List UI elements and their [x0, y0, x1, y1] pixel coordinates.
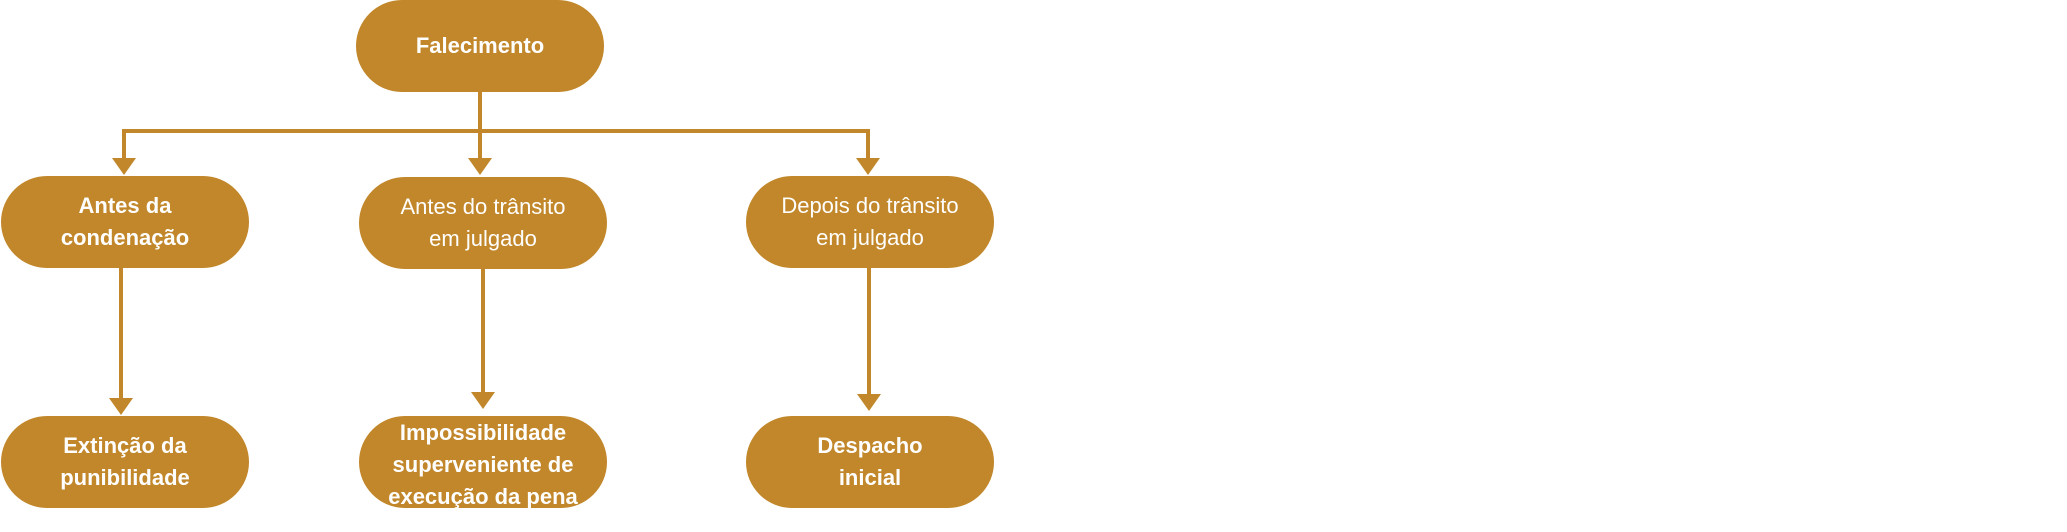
node-depois-do-transito: Depois do trânsito em julgado	[746, 176, 994, 268]
node-impossibilidade-superveniente: Impossibilidade superveniente de execuçã…	[359, 416, 607, 509]
node-antes-do-transito: Antes do trânsito em julgado	[359, 177, 607, 269]
node-falecimento: Falecimento	[356, 0, 604, 92]
arrowhead-right-bottom	[857, 394, 881, 411]
arrowhead-right-top	[856, 158, 880, 175]
arrowhead-middle-bottom	[471, 392, 495, 409]
arrowhead-left-top	[112, 158, 136, 175]
node-despacho-inicial: Despacho inicial	[746, 416, 994, 508]
node-antes-da-condenacao: Antes da condenação	[1, 176, 249, 268]
arrowhead-left-bottom	[109, 398, 133, 415]
arrowhead-middle-top	[468, 158, 492, 175]
node-extincao-da-punibilidade: Extinção da punibilidade	[1, 416, 249, 508]
